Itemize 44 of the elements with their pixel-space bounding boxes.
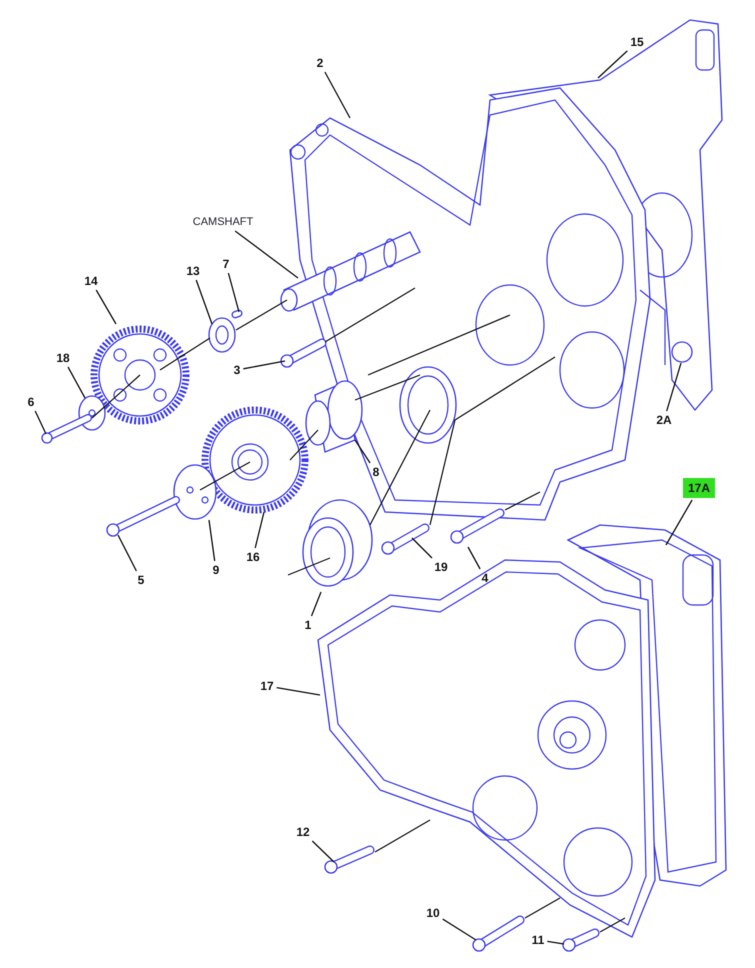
leader-line [234,230,298,279]
callout-number: 17 [259,679,275,693]
leader-line [354,440,371,464]
leader-line [228,272,240,312]
highlighted-callout-number: 17A [683,478,715,498]
leader-line [312,840,334,862]
leader-line [196,280,213,324]
callout-number: 8 [372,465,380,479]
callout-number: 15 [629,35,645,49]
leader-line [666,362,682,412]
callout-number: 12 [295,825,311,839]
leader-line [547,940,564,945]
callout-number: 7 [222,257,230,271]
leader-line [117,534,137,572]
callout-number: 4 [480,571,490,585]
leader-line [467,546,481,570]
leader-line [276,686,320,696]
leader-line [310,592,322,616]
leader-line [324,72,351,118]
leader-line [254,512,265,548]
leader-line [598,50,628,78]
callout-number: 16 [245,550,261,564]
callout-number: 2A [655,413,673,427]
callout-number: 1 [304,618,312,632]
leader-line [412,538,432,558]
callout-number: 3 [232,363,242,377]
callout-number: 19 [433,560,449,574]
leader-line [243,360,286,370]
leader-line [665,500,693,546]
leader-line [442,918,476,941]
callout-number: 14 [83,274,99,288]
callout-number: 6 [26,395,36,409]
leader-line [96,290,117,324]
leader-line [34,410,47,434]
leader-line [208,520,216,562]
callout-number: 9 [212,563,220,577]
callout-number: 10 [425,906,441,920]
callout-number: 5 [136,573,146,587]
callout-number: 13 [185,264,201,278]
part-label: CAMSHAFT [192,215,254,229]
leader-line [67,366,86,398]
callout-number: 11 [530,933,546,947]
callout-number: 2 [316,56,324,70]
callout-number: 18 [55,351,71,365]
